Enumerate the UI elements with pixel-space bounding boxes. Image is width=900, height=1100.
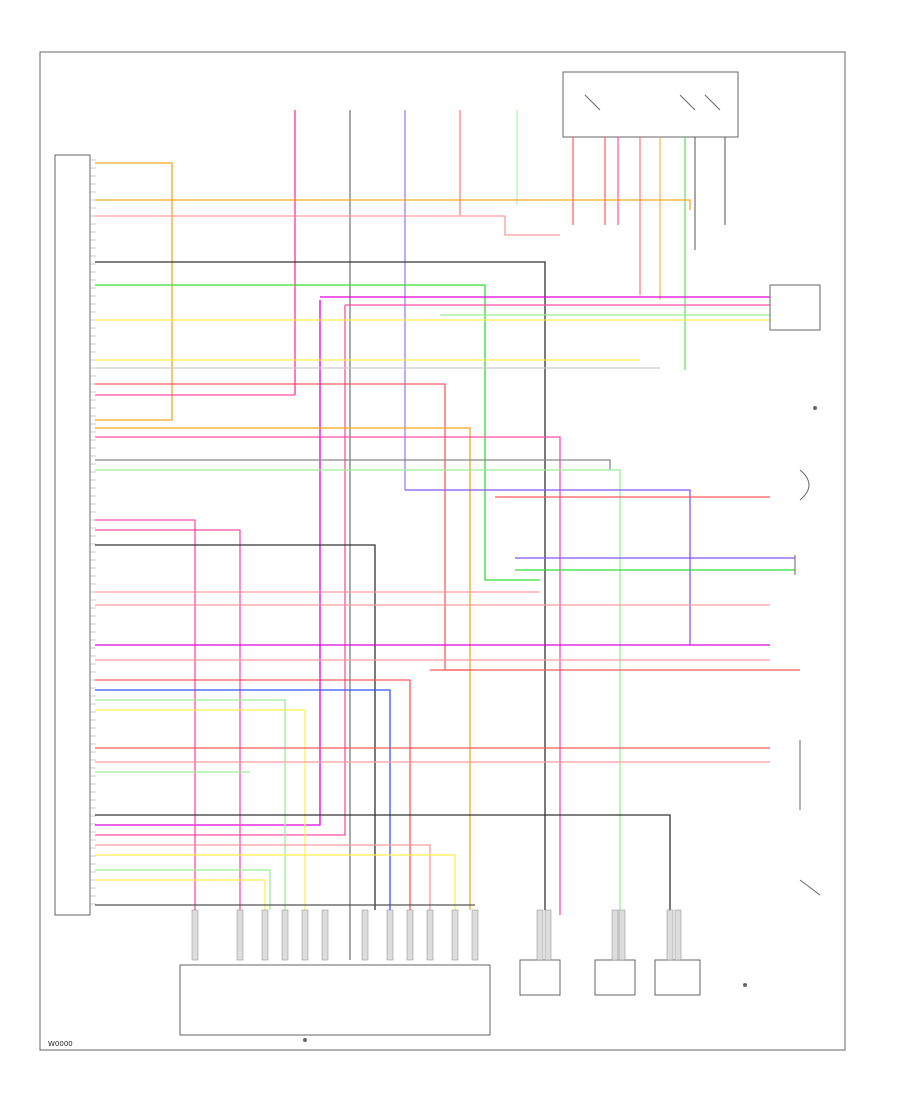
fuse-feeds <box>294 110 518 960</box>
connector-pin <box>406 909 414 961</box>
connector-pin <box>536 909 544 961</box>
connector-pin <box>426 909 434 961</box>
connector-pin <box>281 909 289 961</box>
ground-icon <box>303 406 817 1042</box>
right-connectors <box>769 284 821 896</box>
bottom-pin-boxes <box>191 909 682 961</box>
figure-ref: W0000 <box>48 1040 73 1048</box>
relay-contact-icon <box>584 94 721 111</box>
connector-pin <box>261 909 269 961</box>
harness-horizontal <box>95 162 800 915</box>
tcm-pin-ticks <box>90 159 96 905</box>
tcm-connector <box>54 154 91 916</box>
output-speed-sensor <box>654 959 701 996</box>
diagram-border <box>39 51 846 1051</box>
connector-pin <box>236 909 244 961</box>
connector-pin <box>611 909 619 961</box>
connector-pin <box>544 909 552 961</box>
connector-pin <box>618 909 626 961</box>
connector-pin <box>301 909 309 961</box>
relay-outputs <box>572 137 726 370</box>
solenoid-valve-connector <box>179 964 491 1036</box>
connector-pin <box>451 909 459 961</box>
relay-box <box>562 71 739 138</box>
connector-pin <box>361 909 369 961</box>
connector-pin <box>321 909 329 961</box>
connector-pin <box>191 909 199 961</box>
connector-pin <box>471 909 479 961</box>
connector-pin <box>666 909 674 961</box>
transmission-range-switch <box>594 959 636 996</box>
transmission-speed-sensor <box>519 959 561 996</box>
connector-pin <box>674 909 682 961</box>
connector-pin <box>386 909 394 961</box>
